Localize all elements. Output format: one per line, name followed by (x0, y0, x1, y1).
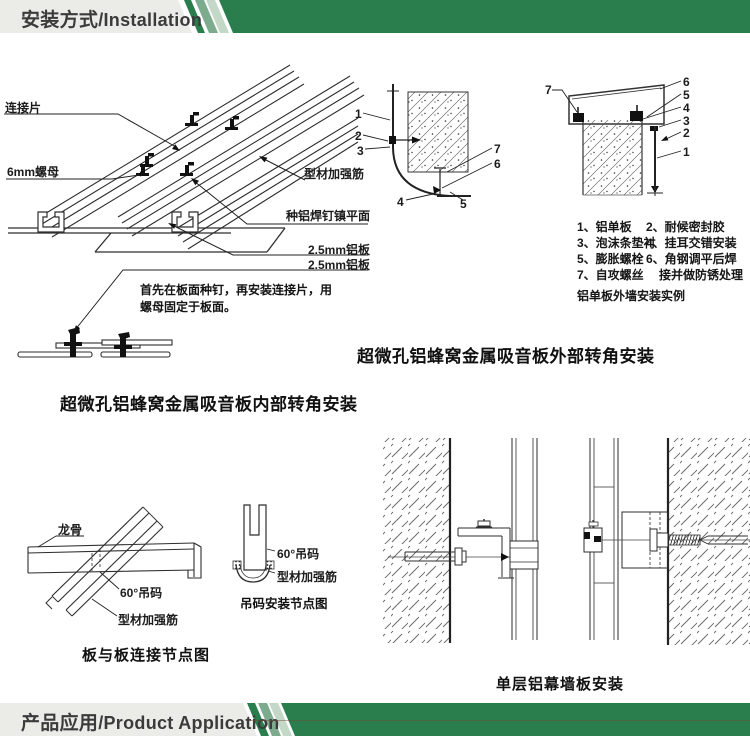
label-aluminum-plate-2: 2.5mm铝板 (308, 258, 371, 272)
callout-c6: 6 (683, 75, 690, 89)
callout-b1: 1 (355, 107, 362, 121)
caption-panel-joint: 板与板连接节点图 (82, 647, 211, 664)
label-aluminum-plate-1: 2.5mm铝板 (308, 243, 371, 257)
caption-hanger-detail: 吊码安装节点图 (240, 597, 328, 611)
caption-internal-corner: 超微孔铝蜂窝金属吸音板内部转角安装 (60, 395, 358, 414)
header-gray-panel (0, 0, 192, 33)
callout-c7: 7 (545, 83, 552, 97)
label-6mm-nut: 6mm螺母 (7, 165, 60, 179)
install-note-line1: 首先在板面种钉，再安装连接片，用 (140, 283, 333, 297)
footer-title: 产品应用/Product Application (21, 708, 280, 735)
header-banner: 安装方式/Installation (0, 0, 750, 33)
legend-item-5: 5、膨胀螺栓 (577, 252, 644, 266)
footer-green-band (281, 703, 750, 736)
callout-c5: 5 (683, 88, 690, 102)
callout-b2: 2 (355, 129, 362, 143)
callout-c3: 3 (683, 114, 690, 128)
callout-c2: 2 (683, 126, 690, 140)
label-rib-d: 型材加强筋 (118, 613, 179, 627)
footer-gray-panel (0, 703, 257, 736)
label-rib-e: 型材加强筋 (277, 570, 338, 584)
label-keel: 龙骨 (58, 523, 83, 537)
callout-c4: 4 (683, 101, 690, 115)
callout-b7: 7 (494, 142, 501, 156)
callout-b6: 6 (494, 157, 501, 171)
callout-c1: 1 (683, 145, 690, 159)
label-hanger-e: 60°吊码 (277, 547, 320, 561)
legend-item-2: 2、耐候密封胶 (646, 220, 725, 234)
caption-curtain-wall: 单层铝幕墙板安装 (496, 676, 625, 693)
footer-title-en: /Product Application (98, 713, 280, 733)
label-hanger-d: 60°吊码 (120, 586, 163, 600)
legend-item-3: 3、泡沫条垫衬 (577, 236, 656, 250)
caption-external-corner: 超微孔铝蜂窝金属吸音板外部转角安装 (357, 347, 655, 366)
install-note-line2: 螺母固定于板面。 (140, 300, 237, 314)
footer-banner: 产品应用/Product Application (0, 703, 750, 736)
legend-item-6-cont: 接并做防锈处理 (659, 268, 744, 282)
callout-b3: 3 (357, 144, 364, 158)
legend-item-7: 7、自攻螺丝 (577, 268, 644, 282)
wall-example-note: 铝单板外墙安装实例 (577, 289, 686, 303)
legend-item-1: 1、铝单板 (577, 220, 632, 234)
legend-item-6: 6、角钢调平后焊 (646, 252, 737, 266)
header-title-zh: 安装方式 (21, 10, 99, 31)
legend-item-4: 4、挂耳交错安装 (646, 236, 737, 250)
label-profile-rib: 型材加强筋 (304, 167, 365, 181)
footer-title-zh: 产品应用 (21, 713, 99, 734)
callout-b5: 5 (460, 197, 467, 211)
label-weld-stud: 种铝焊钉镇平面 (286, 209, 371, 223)
header-title: 安装方式/Installation (21, 5, 202, 32)
header-green-band (219, 0, 750, 33)
label-connector-piece: 连接片 (5, 101, 42, 115)
footer-seam-line (250, 720, 750, 721)
callout-b4: 4 (397, 195, 404, 209)
header-title-en: /Installation (98, 10, 203, 30)
